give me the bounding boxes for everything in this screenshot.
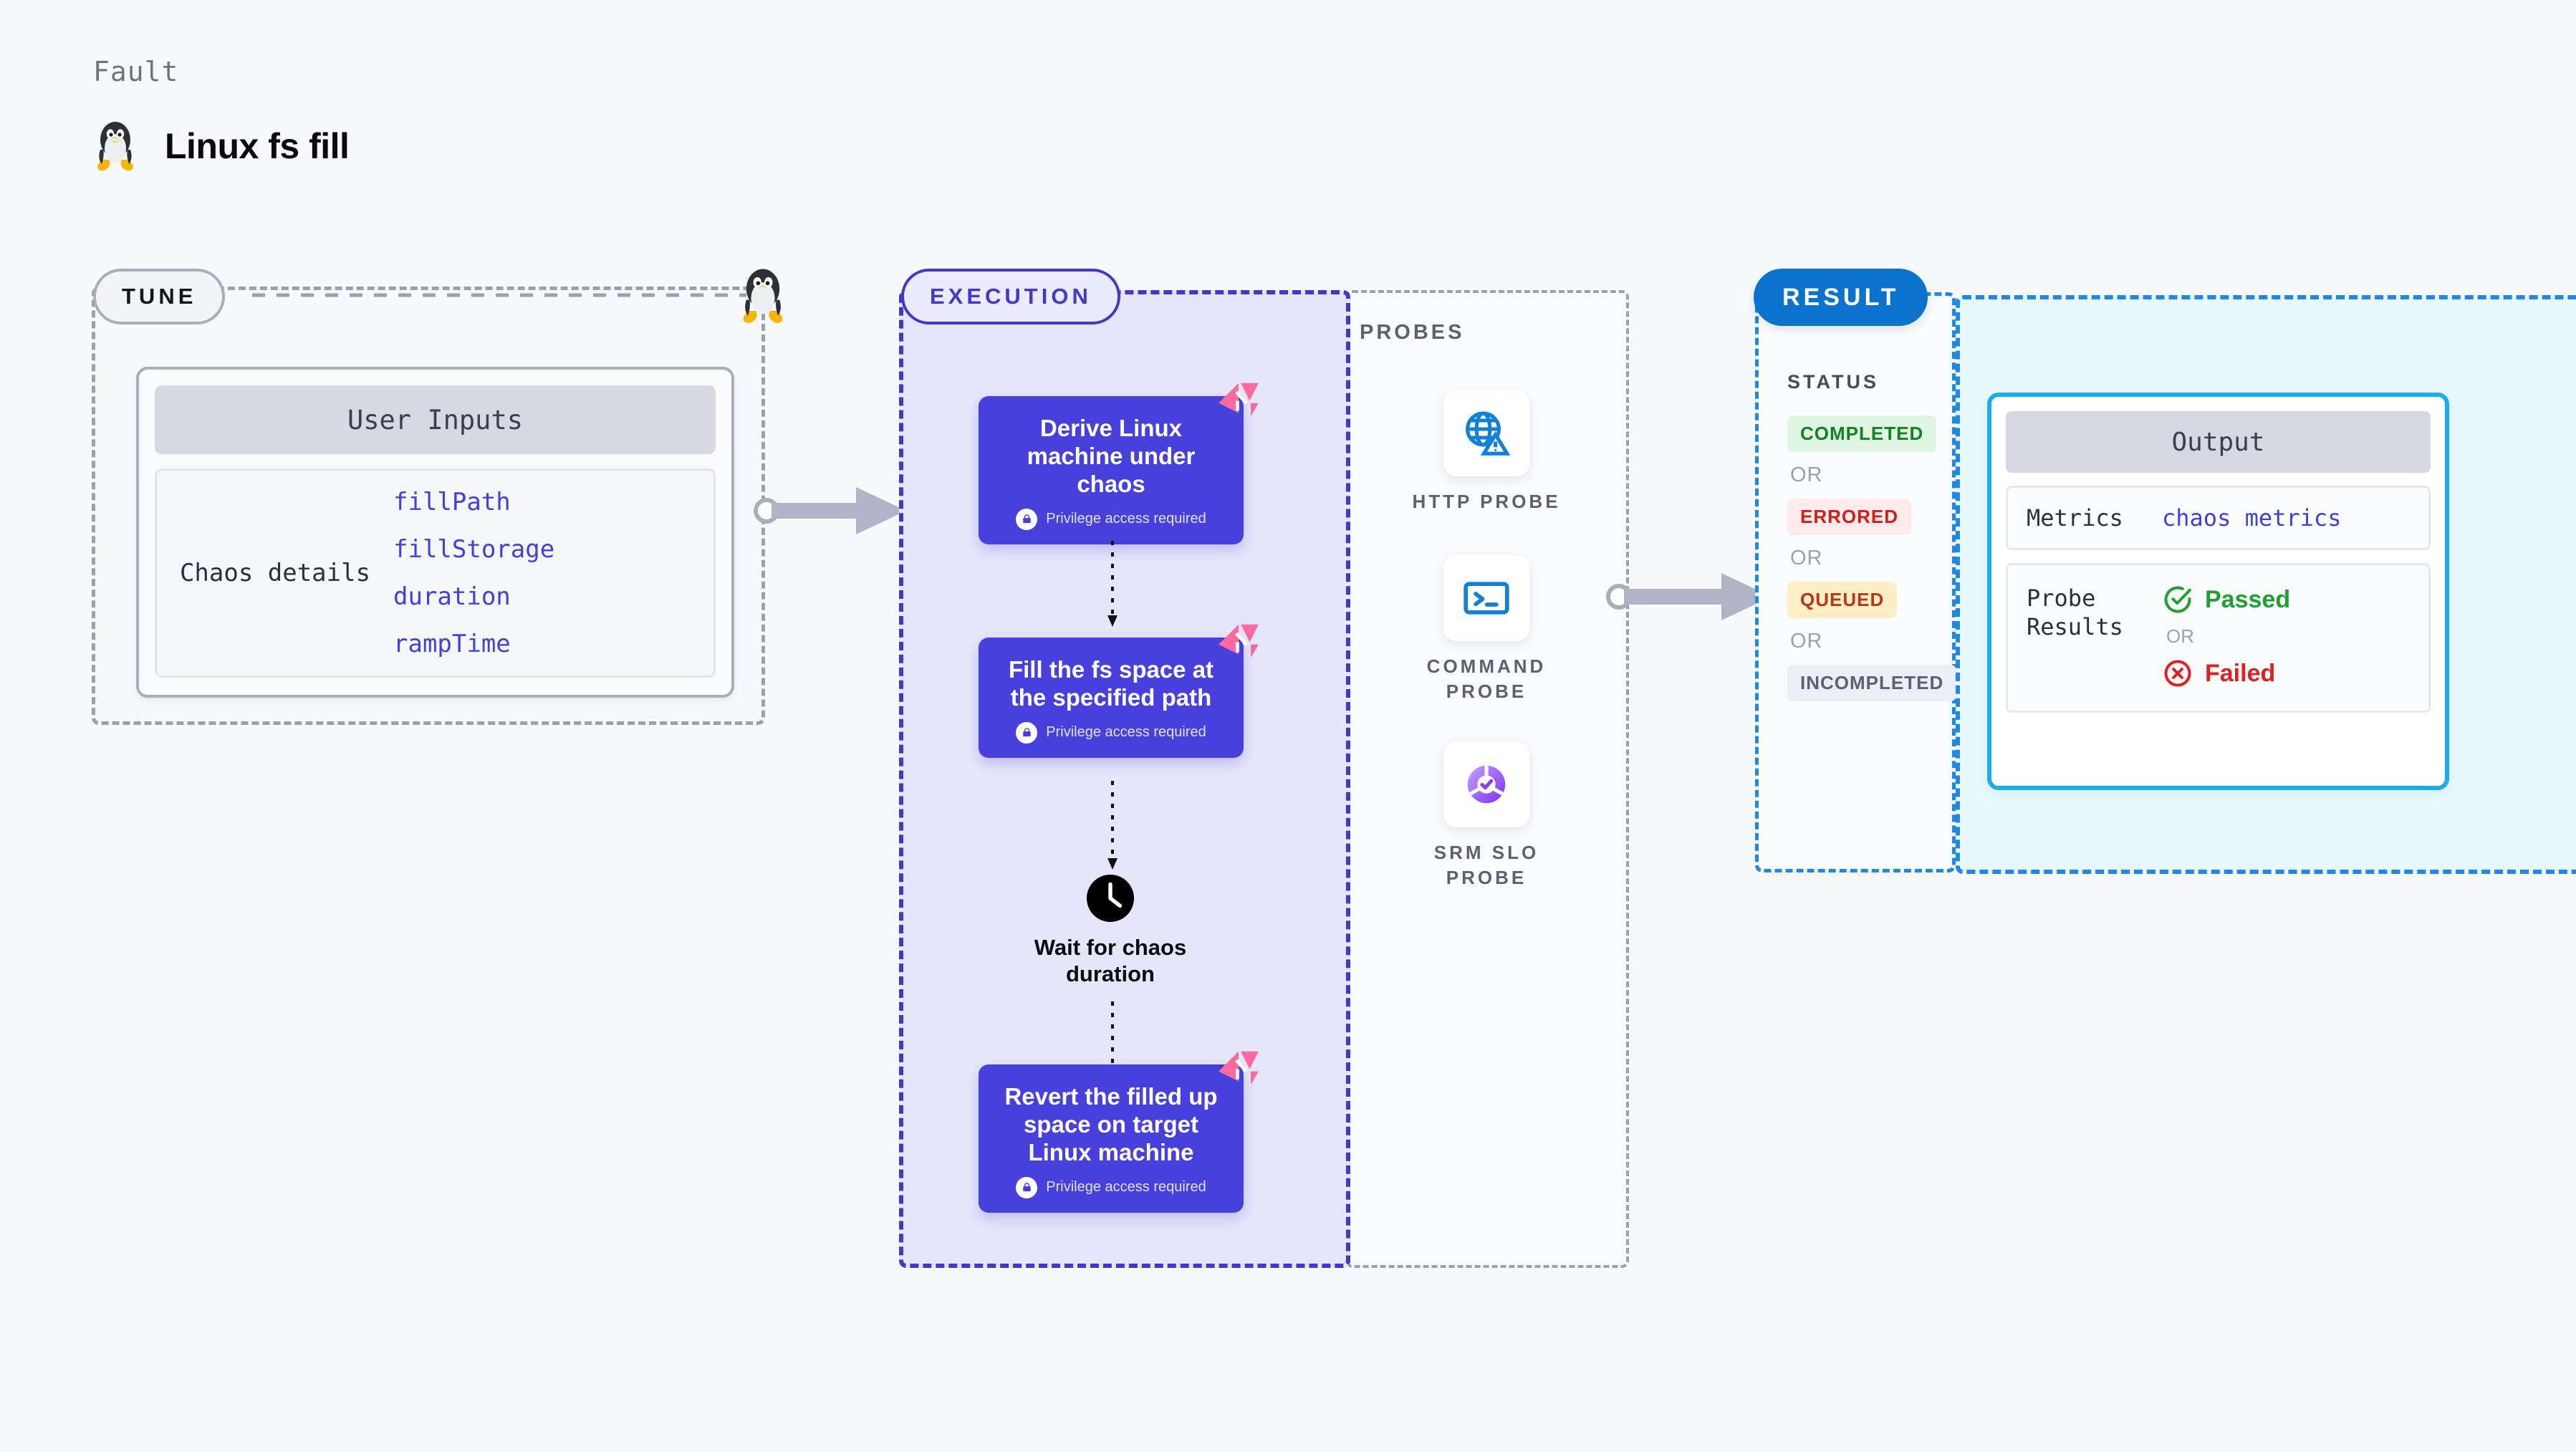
output-metrics-row: Metrics chaos metrics <box>2006 486 2431 550</box>
x-circle-icon <box>2162 658 2193 689</box>
execution-step-1[interactable]: Derive Linux machine under chaos Privile… <box>979 383 1259 544</box>
arrow-step2-to-wait <box>1107 781 1118 870</box>
probe-result-failed-label: Failed <box>2205 659 2276 687</box>
srm-slo-probe-tile[interactable] <box>1443 741 1529 827</box>
harness-chaos-icon <box>1216 620 1261 662</box>
status-badge-completed: COMPLETED <box>1787 415 1937 452</box>
output-metrics-key: Metrics <box>2027 504 2123 532</box>
terminal-icon <box>1461 572 1512 624</box>
linux-tux-node-icon <box>738 265 788 327</box>
srm-slo-probe-label: SRM SLO PROBE <box>1433 842 1539 889</box>
chaos-details-row: Chaos details fillPath fillStorage durat… <box>155 468 716 678</box>
execution-step-2-privilege: Privilege access required <box>1016 721 1206 744</box>
input-fillpath[interactable]: fillPath <box>393 488 511 516</box>
arrow-step1-to-step2 <box>1107 541 1118 627</box>
execution-step-1-privilege-label: Privilege access required <box>1046 511 1206 527</box>
input-fillstorage[interactable]: fillStorage <box>393 535 555 564</box>
probe-results-values: Passed OR Failed <box>2162 584 2290 689</box>
tune-user-inputs-card: User Inputs Chaos details fillPath fillS… <box>136 367 734 698</box>
status-badge-incompleted: INCOMPLETED <box>1787 665 1957 701</box>
execution-step-3-title: Revert the filled up space on target Lin… <box>1004 1083 1218 1165</box>
probe-command[interactable]: COMMAND PROBE <box>1393 555 1580 704</box>
lock-icon <box>1016 721 1038 744</box>
probe-result-failed: Failed <box>2162 658 2290 689</box>
probe-http[interactable]: HTTP PROBE <box>1393 390 1580 514</box>
clock-icon <box>1085 872 1136 924</box>
status-or-3: OR <box>1790 630 1823 653</box>
probe-srm-slo[interactable]: SRM SLO PROBE <box>1393 741 1580 890</box>
lock-icon <box>1016 1176 1038 1198</box>
probes-title: PROBES <box>1360 321 1465 344</box>
chaos-details-key: Chaos details <box>179 559 371 587</box>
wait-node-label: Wait for chaos duration <box>1034 935 1187 987</box>
input-ramptime[interactable]: rampTime <box>393 630 511 658</box>
execution-step-1-title: Derive Linux machine under chaos <box>1027 415 1196 497</box>
fault-kicker-label: Fault <box>93 56 179 87</box>
globe-warning-icon <box>1461 408 1512 459</box>
command-probe-label: COMMAND PROBE <box>1426 655 1547 703</box>
result-badge[interactable]: RESULT <box>1754 269 1928 326</box>
fault-title-row: Linux fs fill <box>93 118 350 174</box>
execution-step-2-title: Fill the fs space at the specified path <box>1008 656 1214 711</box>
output-card: Output Metrics chaos metrics Probe Resul… <box>1987 393 2449 790</box>
tune-badge[interactable]: TUNE <box>93 269 226 324</box>
harness-chaos-icon <box>1216 379 1261 420</box>
input-duration[interactable]: duration <box>393 582 511 611</box>
chaos-details-values: fillPath fillStorage duration rampTime <box>393 488 554 658</box>
lock-icon <box>1016 508 1038 530</box>
output-header: Output <box>2006 411 2431 473</box>
wait-for-chaos-duration-node: Wait for chaos duration <box>1003 872 1218 987</box>
status-chip-list: COMPLETED OR ERRORED OR QUEUED OR INCOMP… <box>1787 415 1957 701</box>
slo-donut-check-icon <box>1460 758 1513 811</box>
execution-step-3-privilege-label: Privilege access required <box>1046 1179 1206 1196</box>
probe-result-or: OR <box>2166 625 2194 647</box>
status-title: STATUS <box>1787 371 1879 393</box>
status-or-2: OR <box>1790 547 1823 569</box>
status-badge-errored: ERRORED <box>1787 499 1912 535</box>
status-or-1: OR <box>1790 463 1823 486</box>
execution-step-2-privilege-label: Privilege access required <box>1046 724 1206 741</box>
user-inputs-header: User Inputs <box>155 385 716 454</box>
execution-step-3-privilege: Privilege access required <box>1016 1176 1206 1198</box>
probe-result-passed-label: Passed <box>2205 585 2291 613</box>
output-probe-results-row: Probe Results Passed OR <box>2006 563 2431 713</box>
tune-to-tux-dashed-line <box>252 293 746 297</box>
execution-step-1-privilege: Privilege access required <box>1016 508 1206 530</box>
page-title: Linux fs fill <box>165 126 350 166</box>
execution-step-3[interactable]: Revert the filled up space on target Lin… <box>979 1051 1259 1213</box>
check-circle-icon <box>2162 584 2193 615</box>
http-probe-label: HTTP PROBE <box>1412 491 1561 512</box>
command-probe-tile[interactable] <box>1443 555 1529 641</box>
linux-tux-icon <box>93 118 138 174</box>
http-probe-tile[interactable] <box>1443 390 1529 476</box>
output-probe-results-key: Probe Results <box>2027 585 2123 640</box>
probe-result-passed: Passed <box>2162 584 2290 615</box>
output-metrics-value[interactable]: chaos metrics <box>2162 504 2342 532</box>
harness-chaos-icon <box>1216 1047 1261 1089</box>
execution-badge[interactable]: EXECUTION <box>901 269 1120 324</box>
execution-step-2[interactable]: Fill the fs space at the specified path … <box>979 624 1259 758</box>
status-badge-queued: QUEUED <box>1787 582 1898 618</box>
